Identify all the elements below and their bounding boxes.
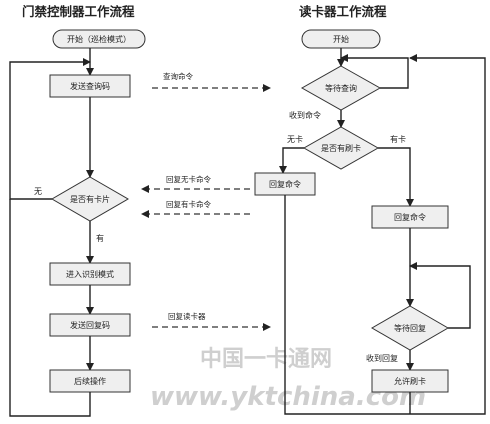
- msg-has-card-label: 回复有卡命令: [166, 199, 211, 209]
- right-received-cmd-label: 收到命令: [289, 110, 321, 120]
- right-wait-query-label: 等待查询: [325, 83, 357, 93]
- msg-no-card-label: 回复无卡命令: [166, 174, 211, 184]
- msg-query-label: 查询命令: [163, 71, 193, 81]
- right-reply-left-label: 回复命令: [269, 179, 301, 189]
- left-start-label: 开始（巡检模式）: [67, 34, 131, 44]
- left-followup-label: 后续操作: [74, 376, 106, 386]
- left-yes-label: 有: [96, 233, 104, 243]
- right-edge-wait-reply-loop: [409, 262, 471, 329]
- left-no-label: 无: [34, 187, 42, 196]
- left-start-terminal: [52, 29, 146, 49]
- left-decision-label: 是否有卡片: [70, 194, 110, 204]
- right-reply-right-label: 回复命令: [394, 212, 426, 222]
- right-start-label: 开始: [333, 34, 349, 44]
- left-title: 门禁控制器工作流程: [22, 4, 135, 19]
- left-send-query-label: 发送查询码: [70, 81, 110, 91]
- right-wait-reply-label: 等待回复: [394, 323, 426, 333]
- right-decision-diamond: [302, 126, 380, 170]
- right-edge-has-card: [378, 147, 414, 207]
- right-edge-no-card: [279, 147, 304, 174]
- watermark-cn: 中国一卡通网: [200, 347, 332, 372]
- left-send-reply-label: 发送回复码: [70, 320, 110, 330]
- left-edge-no-loop: [9, 58, 91, 200]
- right-edge-wait-loop: [340, 54, 409, 89]
- left-enter-mode-label: 进入识别模式: [66, 269, 114, 279]
- left-edge-outer-loop: [9, 199, 91, 417]
- right-no-label: 无卡: [287, 134, 303, 144]
- msg-read-card-label: 回复读卡器: [168, 311, 206, 321]
- right-allow-label: 允许刷卡: [394, 376, 426, 386]
- right-received-reply-label: 收到回复: [366, 353, 398, 363]
- right-yes-label: 有卡: [390, 134, 406, 144]
- right-title: 读卡器工作流程: [299, 4, 387, 19]
- right-decision-label: 是否有刷卡: [321, 143, 361, 153]
- right-edge-outer-loop: [284, 54, 486, 415]
